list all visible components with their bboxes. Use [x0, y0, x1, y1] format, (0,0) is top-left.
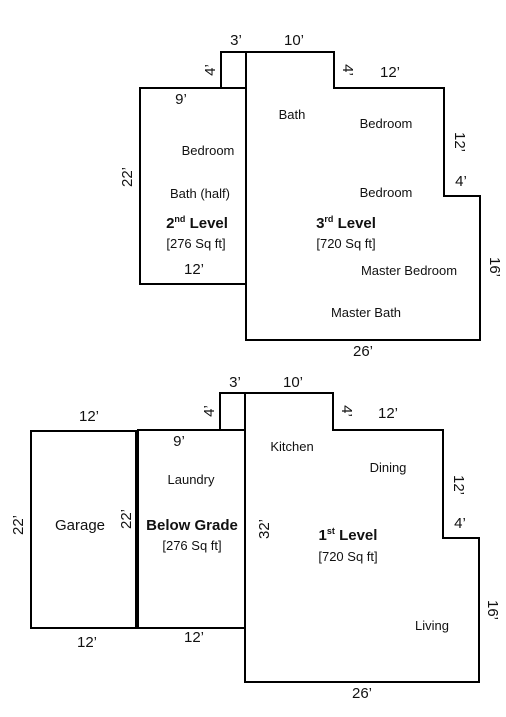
room-master-bath: Master Bath [331, 305, 401, 320]
level1-area: [720 Sq ft] [318, 549, 377, 564]
garage-outline [30, 430, 139, 629]
room-laundry: Laundry [168, 472, 215, 487]
lower-dim-22-below: 22’ [118, 509, 135, 529]
room-bedroom-a: Bedroom [360, 116, 413, 131]
upper-dim-4-step: 4’ [455, 173, 467, 190]
room-bath: Bath [279, 107, 306, 122]
room-garage: Garage [55, 517, 105, 534]
level1-title: 1st Level [319, 526, 378, 544]
upper-dim-16: 16’ [486, 257, 503, 277]
upper-dim-22: 22’ [119, 167, 136, 187]
lower-dim-4-right: 4’ [338, 405, 355, 417]
room-kitchen: Kitchen [270, 439, 313, 454]
below-grade-area: [276 Sq ft] [162, 538, 221, 553]
lower-dim-12-bottom: 12’ [184, 629, 204, 646]
lower-dim-9: 9’ [173, 433, 185, 450]
upper-dim-12-bottom: 12’ [184, 261, 204, 278]
upper-dim-26: 26’ [353, 343, 373, 360]
upper-floor-plan: 3’ 10’ 4’ 12’ 4’ 9’ 12’ 22’ 4’ 16’ 12’ 2… [119, 32, 503, 360]
upper-dim-4-right: 4’ [339, 64, 356, 76]
room-living: Living [415, 618, 449, 633]
level3-outline [245, 51, 481, 341]
lower-dim-32: 32’ [256, 519, 273, 539]
lower-dim-26: 26’ [352, 685, 372, 702]
room-bedroom-b: Bedroom [360, 185, 413, 200]
level2-area: [276 Sq ft] [166, 236, 225, 251]
level2-title: 2nd Level [166, 214, 228, 232]
upper-dim-12-top: 12’ [380, 64, 400, 81]
lower-dim-12-top: 12’ [378, 405, 398, 422]
level1-outline [244, 392, 480, 683]
upper-dim-9: 9’ [175, 91, 187, 108]
below-grade-title: Below Grade [146, 517, 238, 534]
lower-dim-4-step: 4’ [454, 515, 466, 532]
level3-area: [720 Sq ft] [316, 236, 375, 251]
upper-dim-10: 10’ [284, 32, 304, 49]
room-master-bedroom: Master Bedroom [361, 263, 457, 278]
lower-dim-12-garage-top: 12’ [79, 408, 99, 425]
lower-dim-22-garage: 22’ [10, 515, 27, 535]
lower-dim-3: 3’ [229, 374, 241, 391]
upper-dim-3: 3’ [230, 32, 242, 49]
room-bath-half: Bath (half) [170, 186, 230, 201]
level3-title: 3rd Level [316, 214, 376, 232]
lower-dim-16: 16’ [484, 600, 501, 620]
lower-dim-4-left: 4’ [201, 405, 218, 417]
room-dining: Dining [370, 460, 407, 475]
below-grade-outline [137, 392, 246, 629]
lower-floor-plan: 3’ 10’ 12’ 4’ 4’ 12’ 9’ 12’ 4’ 22’ 22’ 3… [10, 374, 501, 702]
lower-dim-10: 10’ [283, 374, 303, 391]
lower-dim-12-garage-bottom: 12’ [77, 634, 97, 651]
upper-dim-4-left: 4’ [202, 64, 219, 76]
lower-dim-12-vertical: 12’ [450, 475, 467, 495]
upper-dim-12-vertical: 12’ [451, 132, 468, 152]
room-bedroom-left: Bedroom [182, 143, 235, 158]
